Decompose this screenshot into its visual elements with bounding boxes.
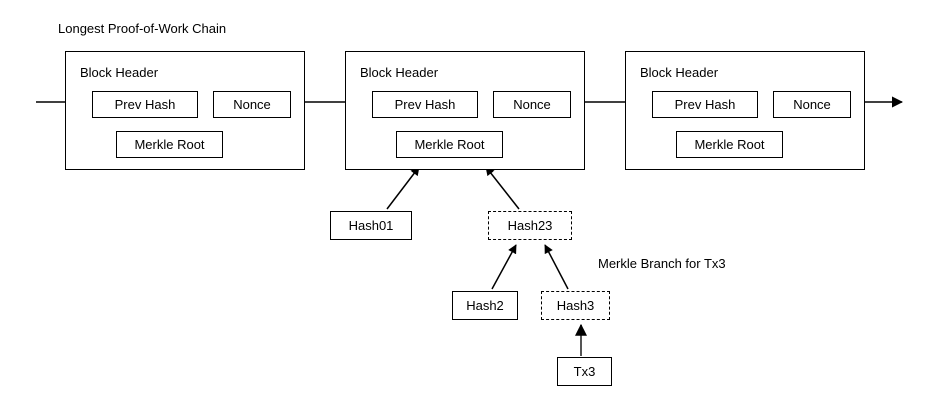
block-3-merkle-root-field[interactable]: Merkle Root (676, 131, 783, 158)
block-1-merkle-root-field[interactable]: Merkle Root (116, 131, 223, 158)
merkle-branch-caption: Merkle Branch for Tx3 (598, 256, 726, 271)
block-2[interactable]: Block Header Prev Hash Nonce Merkle Root (345, 51, 585, 170)
block-2-nonce-field[interactable]: Nonce (493, 91, 571, 118)
block-1-header-label: Block Header (80, 65, 159, 80)
merkle-node-tx3[interactable]: Tx3 (557, 357, 612, 386)
block-3[interactable]: Block Header Prev Hash Nonce Merkle Root (625, 51, 865, 170)
merkle-node-hash3[interactable]: Hash3 (541, 291, 610, 320)
block-2-header-label: Block Header (360, 65, 439, 80)
block-1[interactable]: Block Header Prev Hash Nonce Merkle Root (65, 51, 305, 170)
block-1-nonce-field[interactable]: Nonce (213, 91, 291, 118)
block-3-nonce-field[interactable]: Nonce (773, 91, 851, 118)
merkle-node-hash01[interactable]: Hash01 (330, 211, 412, 240)
arrow-hash23-to-merkle-root (485, 166, 520, 210)
arrow-hash2-to-hash23 (491, 244, 517, 290)
block-3-header-label: Block Header (640, 65, 719, 80)
merkle-node-hash23[interactable]: Hash23 (488, 211, 572, 240)
merkle-node-hash2[interactable]: Hash2 (452, 291, 518, 320)
block-2-prev-hash-field[interactable]: Prev Hash (372, 91, 478, 118)
block-2-merkle-root-field[interactable]: Merkle Root (396, 131, 503, 158)
block-1-prev-hash-field[interactable]: Prev Hash (92, 91, 198, 118)
block-3-prev-hash-field[interactable]: Prev Hash (652, 91, 758, 118)
arrow-hash3-to-hash23 (544, 244, 569, 290)
page-title: Longest Proof-of-Work Chain (58, 21, 227, 36)
arrow-hash01-to-merkle-root (386, 166, 420, 210)
